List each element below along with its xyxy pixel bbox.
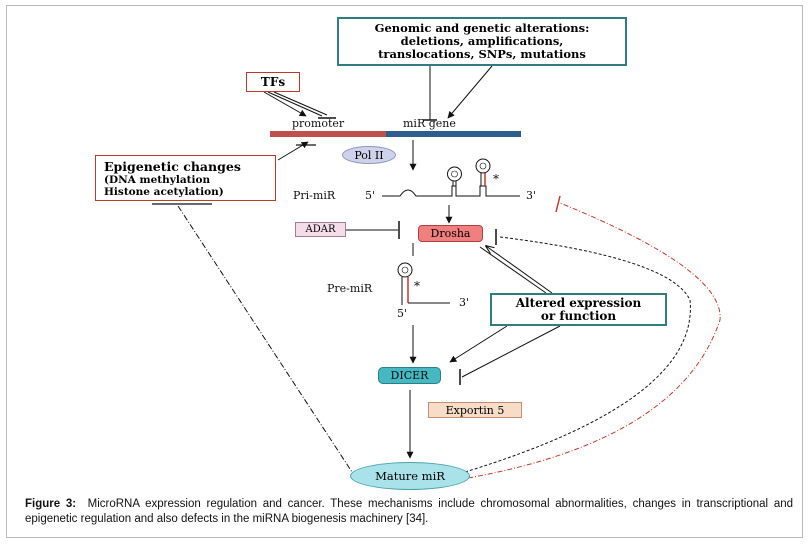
adar-box: ADAR (295, 222, 346, 237)
pre-mir-hairpin (397, 262, 450, 305)
caption-text: MicroRNA expression regulation and cance… (25, 498, 794, 525)
promoter-label: promoter (292, 117, 345, 130)
mir-gene-bar (386, 131, 521, 137)
mature-mir-label: Mature miR (375, 469, 445, 483)
tfs-inhibit-line-b (273, 91, 328, 116)
genomic-arrow (447, 65, 493, 119)
pre-star: * (414, 279, 420, 293)
tfs-arrow (263, 91, 307, 117)
pol-ii-ellipse: Pol II (342, 146, 396, 164)
pre-mir-label: Pre-miR (327, 282, 373, 295)
pri-star: * (493, 172, 499, 186)
tfs-box: TFs (246, 72, 300, 92)
pri-mir-hairpin-1 (447, 166, 462, 186)
mature-to-pri-red-dashed (467, 202, 721, 479)
caption-label: Figure 3: (25, 498, 77, 510)
genomic-line3: translocations, SNPs, mutations (378, 47, 586, 61)
exportin-5-box: Exportin 5 (428, 402, 522, 418)
mature-to-drosha-dashed (464, 236, 691, 473)
mature-to-pri-red-bar (555, 195, 561, 213)
pri-mir-label: Pri-miR (293, 189, 336, 202)
altered-to-drosha-b (486, 246, 553, 294)
altered-to-dicer-a (449, 325, 508, 363)
genomic-line1: Genomic and genetic alterations: (374, 21, 590, 35)
epigenetic-to-mature-dashed (177, 205, 353, 473)
epigenetic-line2: (DNA methylation (104, 173, 211, 186)
genomic-alterations-box: Genomic and genetic alterations: deletio… (337, 17, 627, 66)
altered-expression-box: Altered expression or function (490, 293, 667, 326)
tfs-inhibit-line-a (267, 91, 323, 117)
pri-mir-hairpin-2 (475, 158, 491, 186)
figure-caption: Figure 3: MicroRNA expression regulation… (25, 497, 793, 527)
exportin-label: Exportin 5 (445, 403, 505, 417)
promoter-bar (270, 131, 386, 137)
pol-ii-label: Pol II (354, 148, 384, 162)
epigenetic-line1: Epigenetic changes (104, 158, 241, 174)
pre-five-prime: 5' (397, 307, 408, 320)
altered-to-dicer-b (461, 325, 561, 378)
pre-three-prime: 3' (459, 296, 470, 309)
adar-label: ADAR (305, 224, 336, 235)
mir-gene-label: miR gene (403, 117, 456, 130)
dicer-box: DICER (378, 367, 441, 384)
pri-five-prime: 5' (365, 189, 376, 202)
figure-frame (6, 5, 803, 538)
genomic-line2: deletions, amplifications, (400, 34, 564, 48)
tfs-label: TFs (260, 75, 286, 89)
altered-to-drosha-a (479, 246, 547, 294)
drosha-label: Drosha (430, 227, 471, 240)
epigenetic-changes-box: Epigenetic changes (DNA methylation Hist… (95, 155, 276, 201)
altered-line1: Altered expression (515, 295, 642, 310)
mature-mir-ellipse: Mature miR (350, 462, 470, 490)
altered-line2: or function (540, 308, 617, 323)
pri-mir-strand (382, 185, 520, 197)
dicer-label: DICER (390, 369, 429, 382)
pri-three-prime: 3' (526, 189, 537, 202)
epigenetic-line3: Histone acetylation) (104, 185, 224, 198)
drosha-box: Drosha (418, 225, 483, 242)
